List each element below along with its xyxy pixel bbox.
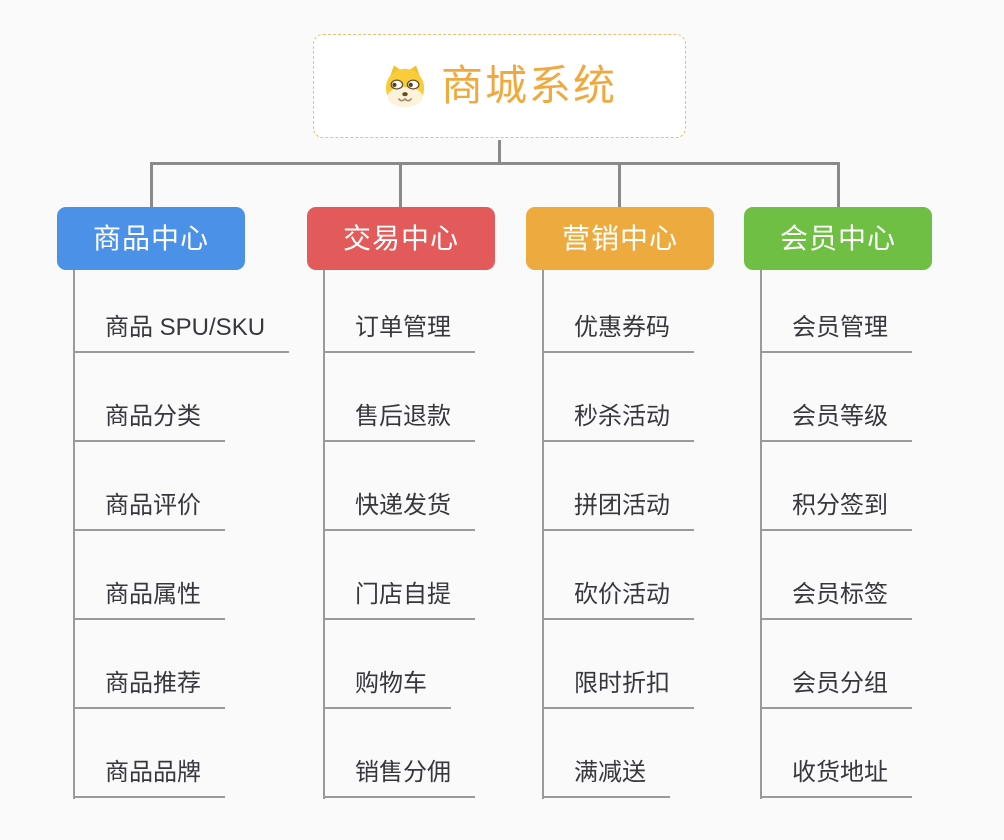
branch-label: 会员中心 bbox=[779, 222, 896, 254]
leaf-node[interactable]: 会员管理 bbox=[760, 313, 912, 353]
branch-node-member-center[interactable]: 会员中心 bbox=[744, 207, 932, 270]
branch-label: 交易中心 bbox=[342, 222, 459, 254]
leaf-node[interactable]: 满减送 bbox=[542, 758, 670, 798]
leaf-node[interactable]: 秒杀活动 bbox=[542, 402, 694, 442]
leaf-node[interactable]: 售后退款 bbox=[323, 402, 475, 442]
branch-label: 商品中心 bbox=[92, 222, 209, 254]
leaf-node[interactable]: 商品评价 bbox=[73, 491, 225, 531]
root-node[interactable]: 商城系统 bbox=[313, 34, 686, 138]
connector-trunk-3 bbox=[760, 270, 762, 799]
branch-label: 营销中心 bbox=[561, 222, 678, 254]
connector-drop-1 bbox=[399, 162, 402, 208]
leaf-node[interactable]: 拼团活动 bbox=[542, 491, 694, 531]
connector-root-stem bbox=[498, 140, 501, 164]
leaf-node[interactable]: 砍价活动 bbox=[542, 580, 694, 620]
connector-drop-3 bbox=[836, 162, 840, 208]
leaf-node[interactable]: 商品推荐 bbox=[73, 669, 225, 709]
leaf-node[interactable]: 门店自提 bbox=[323, 580, 475, 620]
connector-trunk-1 bbox=[323, 270, 325, 799]
branch-column-marketing: 营销中心 优惠券码 秒杀活动 拼团活动 砍价活动 限时折扣 满减送 bbox=[526, 0, 786, 840]
leaf-node[interactable]: 会员标签 bbox=[760, 580, 912, 620]
leaf-node[interactable]: 购物车 bbox=[323, 669, 451, 709]
connector-trunk-2 bbox=[542, 270, 544, 799]
leaf-node[interactable]: 积分签到 bbox=[760, 491, 912, 531]
branch-column-member: 会员中心 会员管理 会员等级 积分签到 会员标签 会员分组 收货地址 bbox=[744, 0, 1004, 840]
leaf-node[interactable]: 商品 SPU/SKU bbox=[73, 313, 290, 353]
branch-column-trade: 交易中心 订单管理 售后退款 快递发货 门店自提 购物车 销售分佣 bbox=[307, 0, 567, 840]
leaf-node[interactable]: 限时折扣 bbox=[542, 669, 694, 709]
leaf-node[interactable]: 订单管理 bbox=[323, 313, 475, 353]
leaf-node[interactable]: 会员等级 bbox=[760, 402, 912, 442]
leaf-node[interactable]: 商品品牌 bbox=[73, 758, 225, 798]
leaf-node[interactable]: 收货地址 bbox=[760, 758, 912, 798]
branch-column-product: 商品中心 商品 SPU/SKU 商品分类 商品评价 商品属性 商品推荐 商品品牌 bbox=[57, 0, 317, 840]
leaf-node[interactable]: 优惠券码 bbox=[542, 313, 694, 353]
branch-node-trade-center[interactable]: 交易中心 bbox=[307, 207, 495, 270]
branch-node-product-center[interactable]: 商品中心 bbox=[57, 207, 245, 270]
connector-drop-2 bbox=[618, 162, 621, 208]
leaf-node[interactable]: 快递发货 bbox=[323, 491, 475, 531]
root-title: 商城系统 bbox=[440, 62, 617, 109]
leaf-node[interactable]: 商品属性 bbox=[73, 580, 225, 620]
connector-trunk-0 bbox=[73, 270, 75, 799]
doge-dog-icon bbox=[382, 63, 428, 109]
branch-node-marketing-center[interactable]: 营销中心 bbox=[526, 207, 714, 270]
leaf-node[interactable]: 商品分类 bbox=[73, 402, 225, 442]
connector-bus bbox=[149, 162, 838, 165]
connector-drop-0 bbox=[149, 162, 153, 208]
leaf-node[interactable]: 会员分组 bbox=[760, 669, 912, 709]
leaf-node[interactable]: 销售分佣 bbox=[323, 758, 475, 798]
